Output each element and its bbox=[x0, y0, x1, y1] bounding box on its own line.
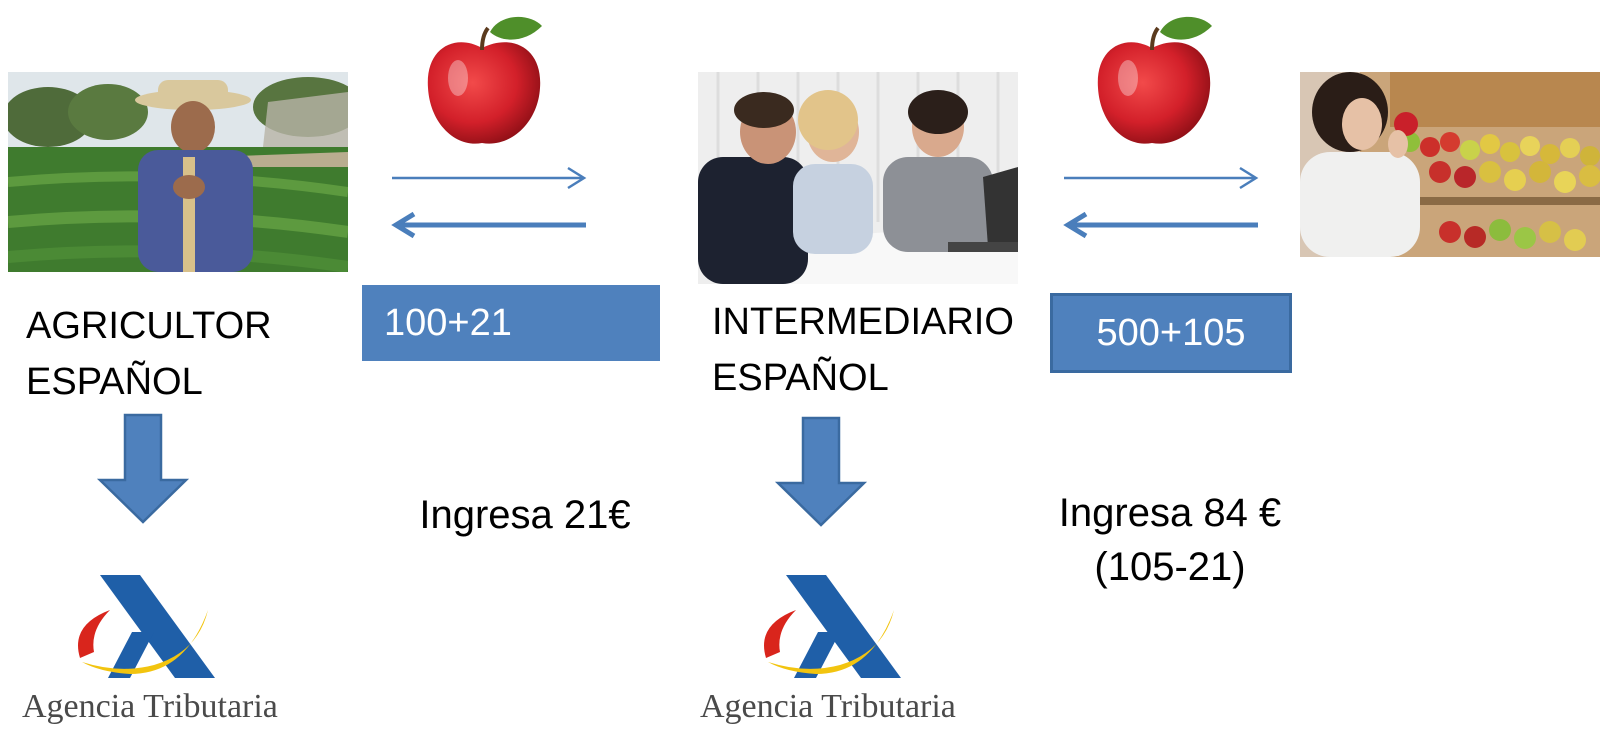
intermediary-photo bbox=[698, 72, 1018, 284]
arrow-left-icon bbox=[1063, 211, 1258, 239]
apple-icon bbox=[1090, 8, 1220, 153]
agency-logo bbox=[70, 570, 230, 685]
intermediary-label: INTERMEDIARIO ESPAÑOL bbox=[712, 294, 1014, 406]
note-first: Ingresa 21€ bbox=[400, 488, 650, 542]
farmer-photo bbox=[8, 72, 348, 272]
farmer-label-line2: ESPAÑOL bbox=[26, 361, 203, 403]
arrow-left-icon bbox=[391, 211, 586, 239]
note-second-line2: (105-21) bbox=[1094, 545, 1246, 589]
payment-first-text: 100+21 bbox=[384, 301, 512, 344]
down-arrow-icon bbox=[96, 413, 190, 524]
intermediary-label-line2: ESPAÑOL bbox=[712, 357, 889, 399]
payment-box-first: 100+21 bbox=[362, 285, 660, 361]
agency-name: Agencia Tributaria bbox=[22, 688, 278, 725]
note-second-line1: Ingresa 84 € bbox=[1058, 491, 1282, 535]
payment-box-second: 500+105 bbox=[1050, 293, 1292, 373]
payment-second-text: 500+105 bbox=[1096, 311, 1246, 354]
consumer-photo bbox=[1300, 72, 1600, 257]
farmer-label-line1: AGRICULTOR bbox=[26, 305, 272, 347]
arrow-right-icon bbox=[392, 166, 587, 190]
apple-icon bbox=[420, 8, 550, 153]
arrow-right-icon bbox=[1064, 166, 1259, 190]
note-second: Ingresa 84 € (105-21) bbox=[1020, 486, 1320, 594]
agency-name: Agencia Tributaria bbox=[700, 688, 956, 725]
note-first-line1: Ingresa 21€ bbox=[419, 493, 631, 537]
intermediary-label-line1: INTERMEDIARIO bbox=[712, 301, 1014, 343]
down-arrow-icon bbox=[774, 416, 868, 527]
agency-logo bbox=[756, 570, 916, 685]
farmer-label: AGRICULTOR ESPAÑOL bbox=[26, 298, 272, 410]
